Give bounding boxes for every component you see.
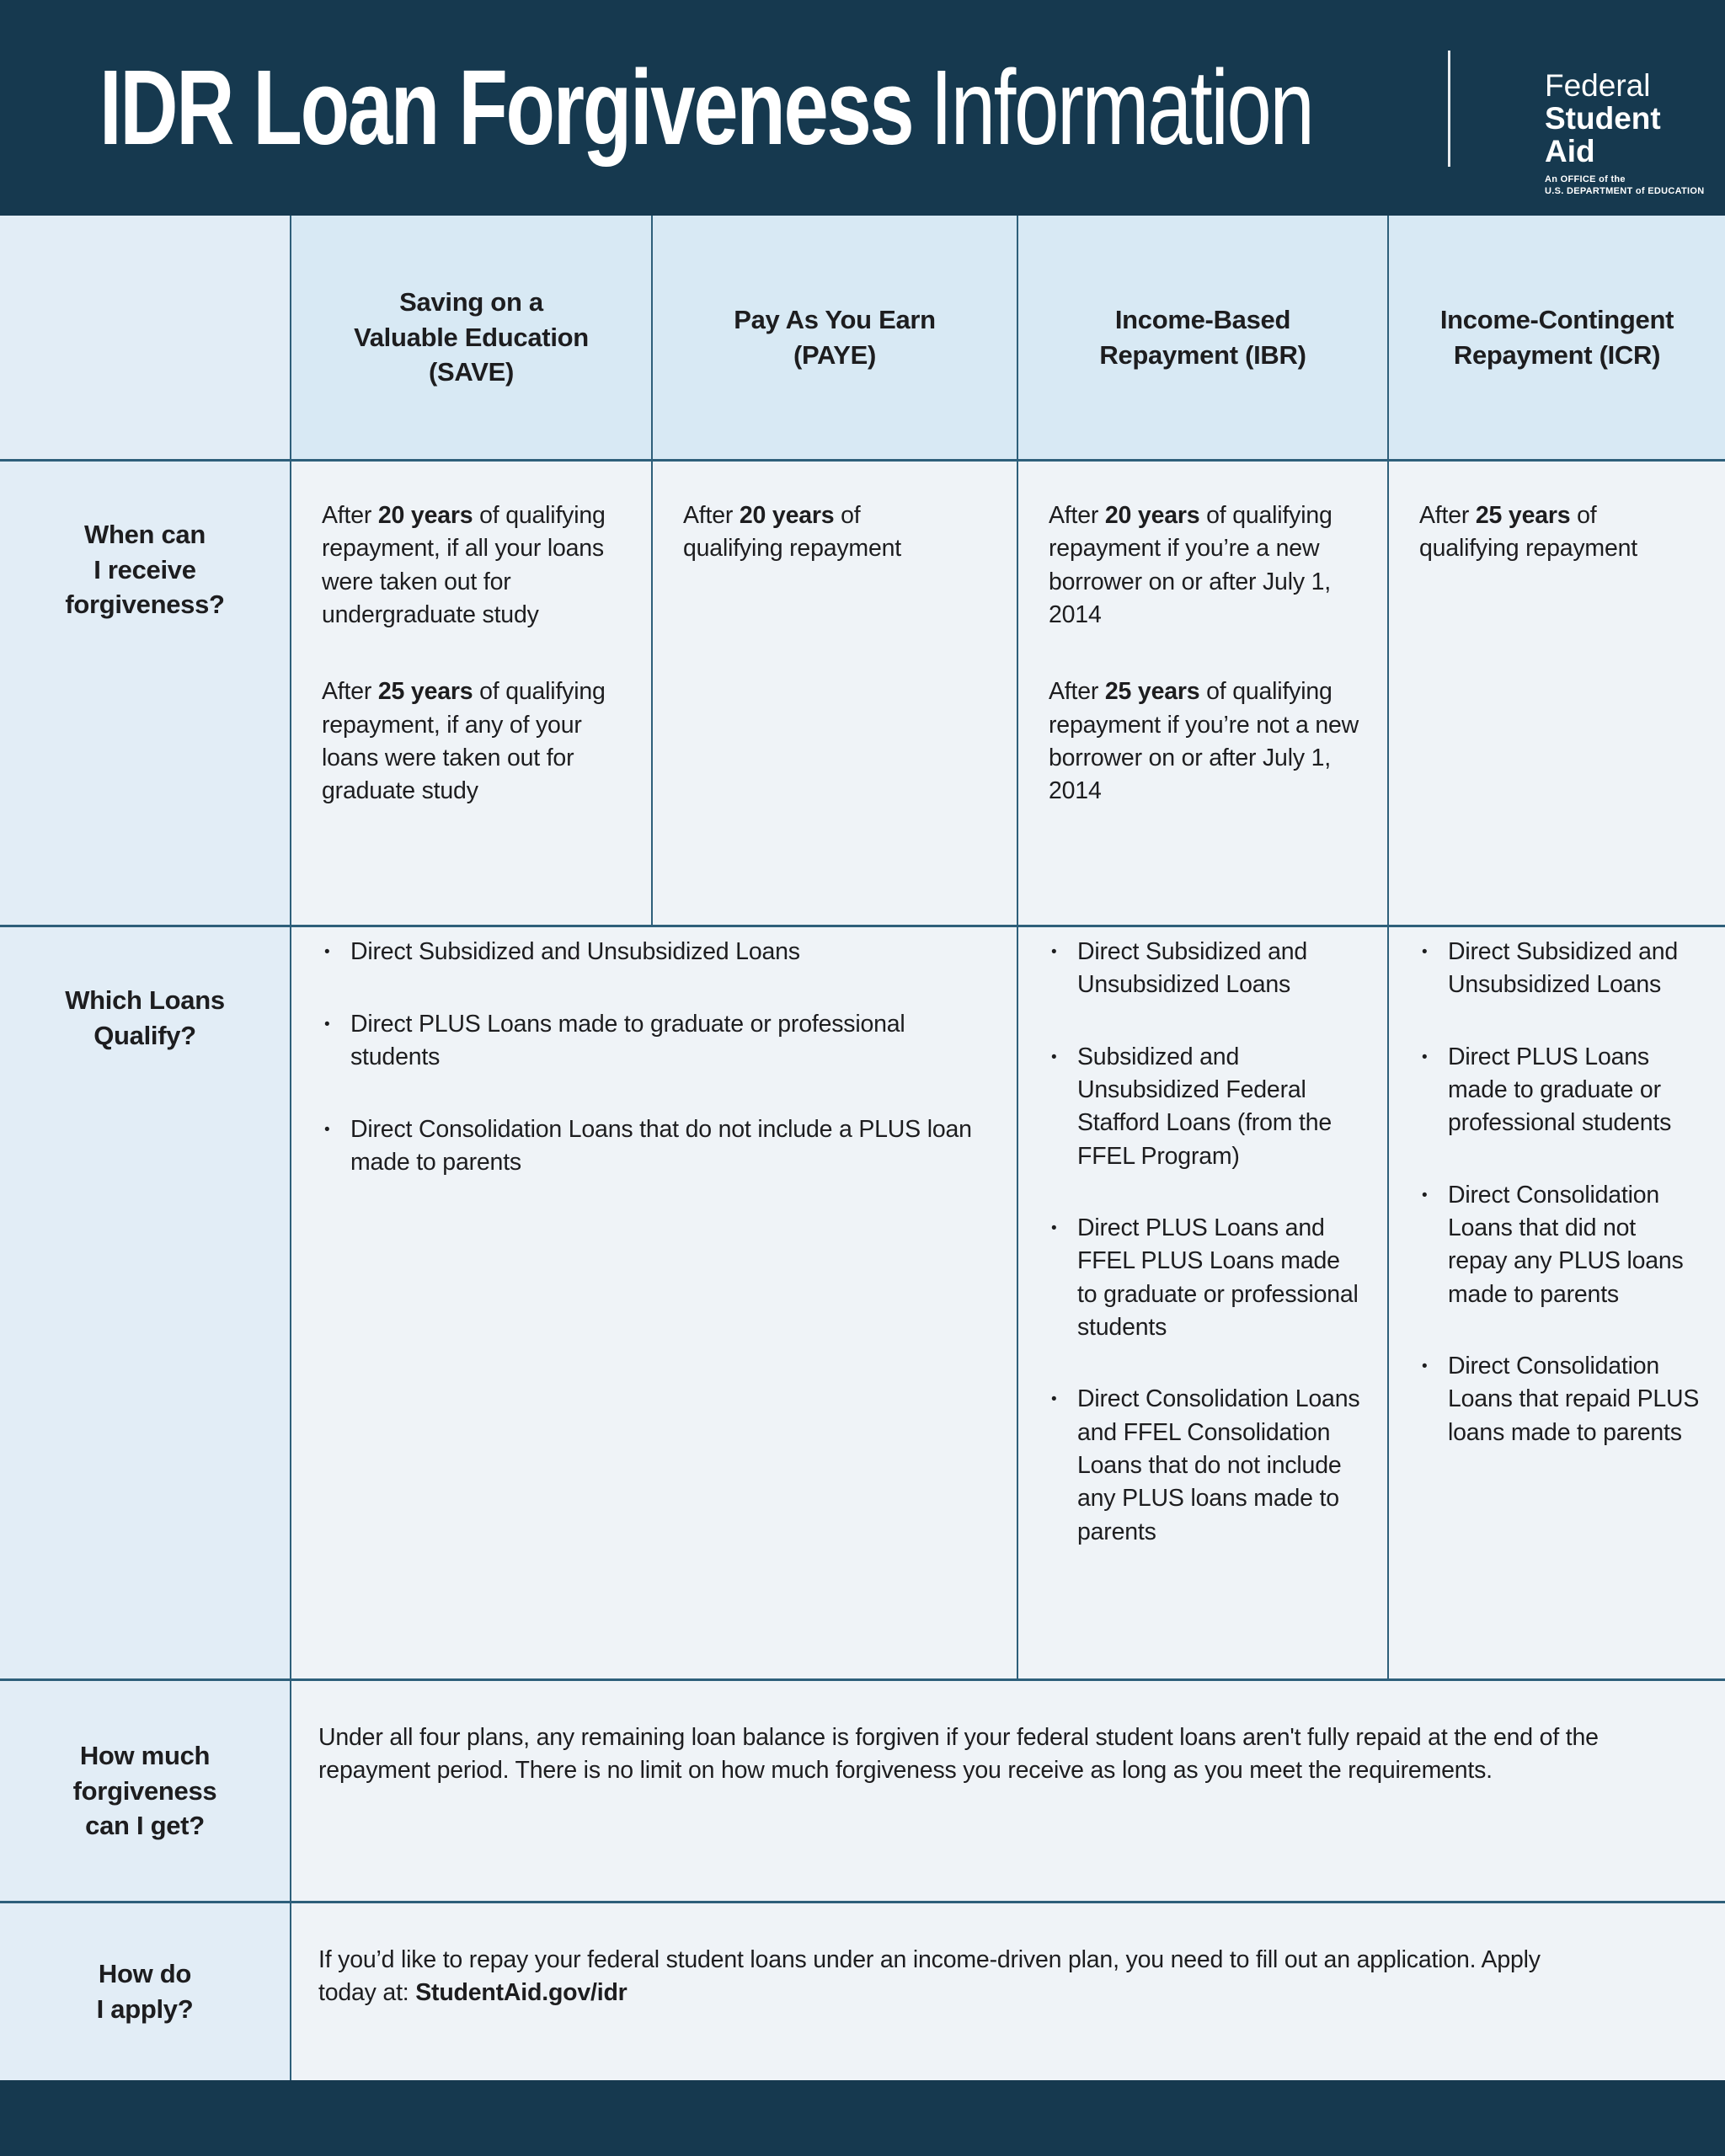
bullet-icon: • xyxy=(324,1016,330,1033)
logo-office-line1: An OFFICE of the xyxy=(1545,174,1626,184)
cell-when-save: After 20 years of qualifying repayment, … xyxy=(290,462,651,925)
bullet-icon: • xyxy=(1422,943,1428,961)
banner-divider xyxy=(1448,51,1450,167)
bullet-icon: • xyxy=(1051,1219,1057,1237)
list-item: •Direct Subsidized and Unsubsidized Loan… xyxy=(1419,936,1703,1002)
list-item: •Direct Consolidation Loans and FFEL Con… xyxy=(1049,1383,1365,1549)
list-item: •Direct Subsidized and Unsubsidized Loan… xyxy=(1049,936,1365,1002)
row-label-when: When can I receive forgiveness? xyxy=(0,462,290,925)
logo-office-line2: U.S. DEPARTMENT of EDUCATION xyxy=(1545,186,1705,196)
plan-header-save: Saving on a Valuable Education (SAVE) xyxy=(290,216,651,459)
bullet-icon: • xyxy=(1422,1186,1428,1204)
cell-when-icr: After 25 years of qualifying repayment xyxy=(1387,462,1725,925)
loans-save-paye-list: •Direct Subsidized and Unsubsidized Loan… xyxy=(322,936,995,1179)
logo-aid: Aid xyxy=(1545,134,1595,168)
row-how-apply: How do I apply? If you’d like to repay y… xyxy=(0,1901,1725,2080)
cell-when-paye: After 20 years of qualifying repayment xyxy=(651,462,1017,925)
bullet-icon: • xyxy=(1051,1390,1057,1409)
row-when-forgiveness: When can I receive forgiveness? After 20… xyxy=(0,459,1725,925)
loans-icr-list: •Direct Subsidized and Unsubsidized Loan… xyxy=(1419,936,1703,1449)
cell-loans-save-paye: •Direct Subsidized and Unsubsidized Loan… xyxy=(290,927,1017,1678)
list-item: •Subsidized and Unsubsidized Federal Sta… xyxy=(1049,1041,1365,1173)
row-how-much: How much forgiveness can I get? Under al… xyxy=(0,1678,1725,1901)
cell-apply: If you’d like to repay your federal stud… xyxy=(290,1903,1725,2080)
bullet-icon: • xyxy=(1051,1048,1057,1066)
cell-amount: Under all four plans, any remaining loan… xyxy=(290,1681,1725,1901)
plans-table: Saving on a Valuable Education (SAVE) Pa… xyxy=(0,216,1725,2080)
apply-text: If you’d like to repay your federal stud… xyxy=(318,1946,1541,2007)
row-which-loans: Which Loans Qualify? •Direct Subsidized … xyxy=(0,925,1725,1678)
title-main: IDR Loan Forgiveness xyxy=(99,48,915,167)
corner-cell xyxy=(0,216,290,459)
list-item: •Direct PLUS Loans and FFEL PLUS Loans m… xyxy=(1049,1212,1365,1344)
when-save-p2: After 25 years of qualifying repayment, … xyxy=(322,678,606,805)
when-ibr-p1: After 20 years of qualifying repayment i… xyxy=(1049,502,1332,628)
list-item: •Direct PLUS Loans made to graduate or p… xyxy=(322,1008,995,1075)
row-label-amount: How much forgiveness can I get? xyxy=(0,1681,290,1901)
when-ibr-p2: After 25 years of qualifying repayment i… xyxy=(1049,678,1359,805)
list-item: •Direct PLUS Loans made to graduate or p… xyxy=(1419,1041,1703,1140)
footer-bar xyxy=(0,2080,1725,2156)
bullet-icon: • xyxy=(1422,1048,1428,1066)
plan-header-paye: Pay As You Earn (PAYE) xyxy=(651,216,1017,459)
list-item: •Direct Consolidation Loans that did not… xyxy=(1419,1179,1703,1311)
when-paye-p1: After 20 years of qualifying repayment xyxy=(683,502,901,563)
list-item: •Direct Consolidation Loans that repaid … xyxy=(1419,1350,1703,1449)
cell-when-ibr: After 20 years of qualifying repayment i… xyxy=(1017,462,1387,925)
bullet-icon: • xyxy=(1051,943,1057,961)
bullet-icon: • xyxy=(324,1120,330,1139)
plans-header-row: Saving on a Valuable Education (SAVE) Pa… xyxy=(0,216,1725,459)
row-label-apply: How do I apply? xyxy=(0,1903,290,2080)
logo-federal: Federal xyxy=(1545,68,1651,103)
list-item: •Direct Subsidized and Unsubsidized Loan… xyxy=(322,936,995,969)
bullet-icon: • xyxy=(324,943,330,961)
loans-ibr-list: •Direct Subsidized and Unsubsidized Loan… xyxy=(1049,936,1365,1549)
row-label-loans: Which Loans Qualify? xyxy=(0,927,290,1678)
amount-text: Under all four plans, any remaining loan… xyxy=(318,1724,1599,1785)
apply-url: StudentAid.gov/idr xyxy=(415,1979,628,2007)
plan-header-icr: Income-Contingent Repayment (ICR) xyxy=(1387,216,1725,459)
list-item: •Direct Consolidation Loans that do not … xyxy=(322,1113,995,1180)
cell-loans-icr: •Direct Subsidized and Unsubsidized Loan… xyxy=(1387,927,1725,1678)
title-secondary: Information xyxy=(930,48,1314,167)
when-icr-p1: After 25 years of qualifying repayment xyxy=(1419,502,1637,563)
logo-office-text: An OFFICE of the U.S. DEPARTMENT of EDUC… xyxy=(1545,173,1705,197)
cell-loans-ibr: •Direct Subsidized and Unsubsidized Loan… xyxy=(1017,927,1387,1678)
plan-header-ibr: Income-Based Repayment (IBR) xyxy=(1017,216,1387,459)
federal-student-aid-logo: Federal Student Aid An OFFICE of the U.S… xyxy=(1545,69,1705,197)
when-save-p1: After 20 years of qualifying repayment, … xyxy=(322,502,606,628)
bullet-icon: • xyxy=(1422,1357,1428,1375)
logo-student: Student xyxy=(1545,101,1661,136)
